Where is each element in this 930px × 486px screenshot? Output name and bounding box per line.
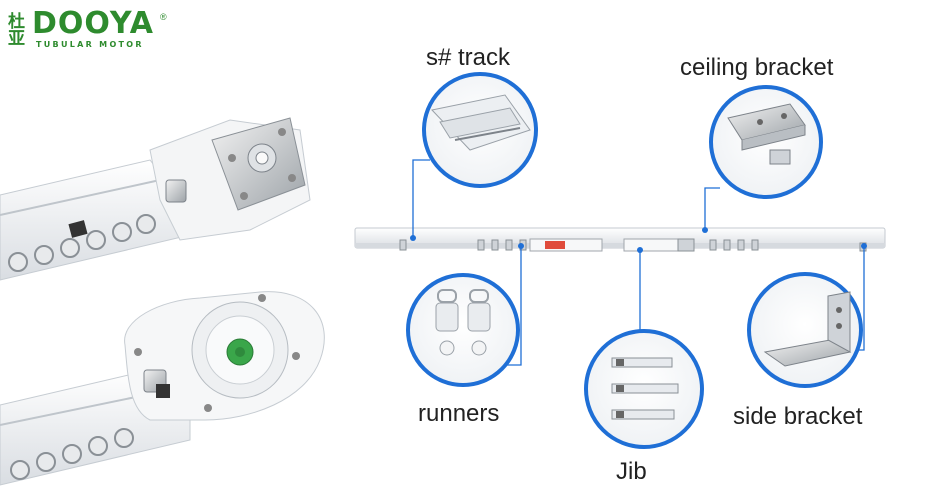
logo-chinese-mark: 杜亚 — [8, 12, 25, 49]
registered-mark: ® — [160, 12, 167, 22]
motor-track-bottom-photo — [0, 291, 325, 486]
label-side-bracket: side bracket — [733, 403, 863, 430]
motor-track-top-photo — [0, 117, 311, 281]
callout-runners-circle — [406, 273, 520, 387]
callout-track-circle — [422, 72, 538, 188]
callout-side-bracket-circle — [747, 272, 863, 388]
callout-ceiling-bracket-circle — [709, 85, 823, 199]
track-rail — [354, 227, 886, 252]
label-track: s# track — [426, 44, 511, 71]
label-ceiling-bracket: ceiling bracket — [680, 54, 834, 81]
callout-jib-circle — [584, 329, 704, 449]
logo-tagline: TUBULAR MOTOR — [36, 40, 144, 49]
logo-brand-name: DOOYA — [32, 6, 154, 41]
label-runners: runners — [418, 400, 500, 427]
label-jib: Jib — [616, 458, 647, 485]
